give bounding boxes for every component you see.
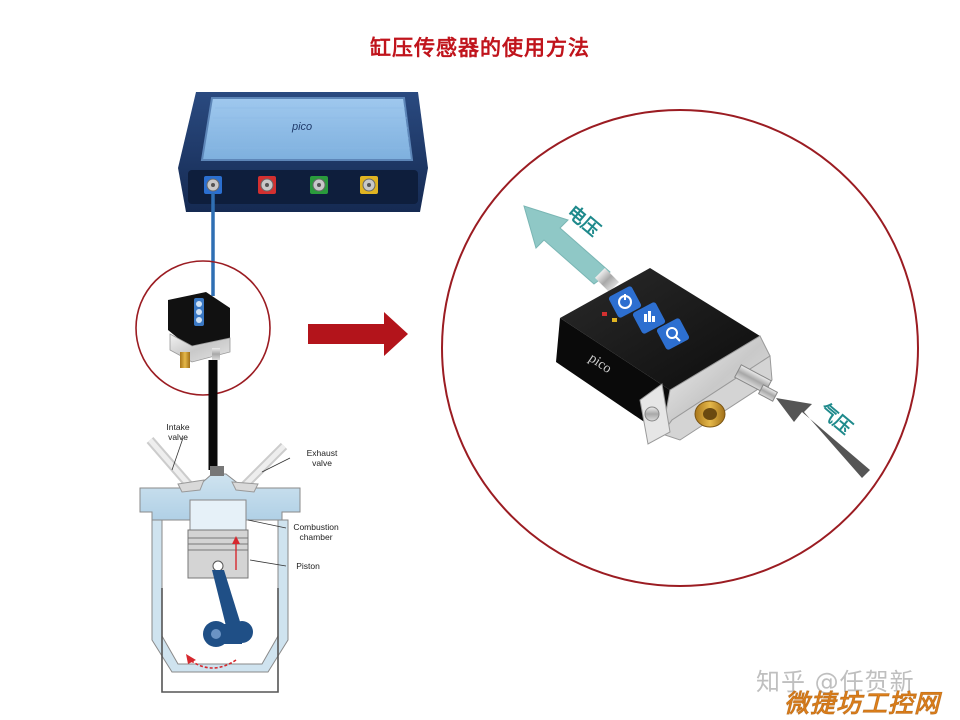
connecting-rod <box>212 570 242 634</box>
scope-front-face <box>188 170 418 204</box>
oscilloscope-device: pico <box>178 92 428 212</box>
channel-d-connector <box>360 176 378 194</box>
scope-top-panel <box>200 97 414 161</box>
piston-label: Piston <box>296 561 320 571</box>
channel-b-connector <box>258 176 276 194</box>
large-highlight-circle <box>441 109 919 587</box>
exhaust-valve <box>231 442 288 493</box>
spark-plug <box>210 466 224 476</box>
large-sensor: pico <box>556 268 779 445</box>
watermark-site: 微捷坊工控网 <box>784 689 941 719</box>
combustion-chamber-label: Combustion <box>293 522 339 532</box>
channel-c-connector <box>310 176 328 194</box>
small-steel-fitting <box>212 348 220 360</box>
small-brass-fitting <box>180 352 190 368</box>
signal-output-tube <box>594 267 620 293</box>
air-inlet-barb <box>734 364 779 402</box>
small-highlight-circle <box>135 260 271 396</box>
range-icon <box>644 311 655 322</box>
combustion-chamber <box>189 499 247 531</box>
crankshaft <box>203 621 253 647</box>
page-title: 缸压传感器的使用方法 <box>370 36 590 60</box>
rotation-arrow <box>189 659 237 669</box>
intake-valve-label: Intake <box>166 422 189 432</box>
engine-cross-section: Intake valve Exhaust valve Combustion ch… <box>139 422 339 693</box>
voltage-arrow <box>523 205 611 285</box>
brass-fitting <box>694 400 726 428</box>
air-pressure-arrow <box>776 398 870 478</box>
intake-valve-label-2: valve <box>168 432 188 442</box>
channel-a-connector <box>204 176 222 194</box>
zoom-icon <box>666 327 678 339</box>
air-pressure-label: 气压 <box>815 398 857 438</box>
voltage-label: 电压 <box>563 201 604 240</box>
combustion-chamber-label-2: chamber <box>299 532 332 542</box>
small-sensor <box>168 292 231 368</box>
sensor-screw <box>644 406 660 422</box>
exhaust-valve-label-2: valve <box>312 458 332 468</box>
exhaust-valve-label: Exhaust <box>307 448 338 458</box>
scope-brand-label: pico <box>291 121 312 133</box>
intake-valve <box>146 437 205 493</box>
watermark-zhihu: 知乎 @任贺新 <box>756 668 915 696</box>
red-right-arrow <box>308 312 408 356</box>
sensor-button-panel <box>608 286 690 350</box>
scope-panel-texture <box>207 107 410 149</box>
crankcase <box>161 588 279 693</box>
